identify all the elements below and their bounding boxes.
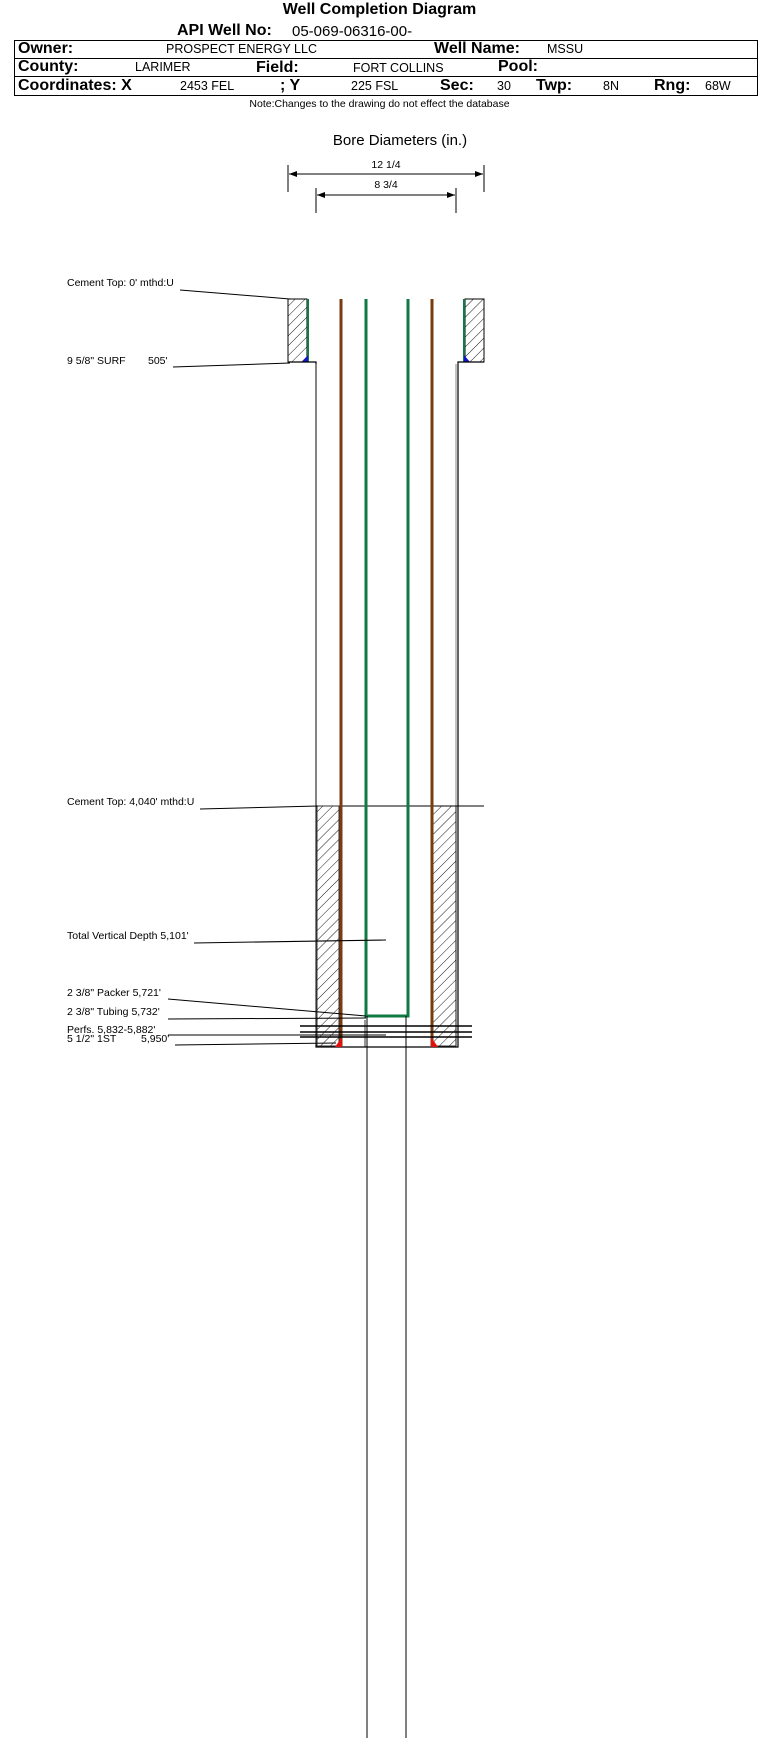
callout-perfs: Perfs. 5,832-5,882'	[67, 1024, 156, 1036]
dimension-12-1-4	[287, 165, 485, 192]
leader-cement-top-surface	[179, 289, 291, 300]
callout-tubing: 2 3/8" Tubing 5,732'	[67, 1006, 160, 1018]
dimension-8-3-4	[315, 188, 457, 213]
callout-cement-top-production: Cement Top: 4,040' mthd:U	[67, 796, 195, 808]
leader-packer	[167, 998, 367, 1017]
surface-shoe-right	[464, 355, 470, 362]
coord-x-value: 2453 FEL	[180, 79, 235, 93]
pool-label: Pool:	[498, 58, 538, 75]
county-value: LARIMER	[135, 60, 191, 74]
twp-value: 8N	[603, 79, 619, 93]
header-border-top	[14, 40, 758, 41]
open-hole-left	[288, 361, 484, 1048]
callout-cement-top-surface: Cement Top: 0' mthd:U	[67, 277, 174, 289]
bore-diameter-label: 12 1/4	[371, 159, 401, 171]
leader-tubing	[167, 1017, 367, 1020]
header-border-right	[757, 40, 758, 96]
callout-packer: 2 3/8" Packer 5,721'	[67, 987, 161, 999]
sec-value: 30	[497, 79, 511, 93]
tubing	[364, 299, 410, 1018]
surface-cement-right	[464, 298, 485, 363]
header-row-divider	[14, 76, 758, 77]
api-well-value: 05-069-06316-00-	[292, 23, 413, 40]
production-shoe-right	[431, 1037, 438, 1047]
database-note: Note:Changes to the drawing do not effec…	[249, 98, 510, 110]
coord-y-value: 225 FSL	[351, 79, 399, 93]
leader-tvd	[193, 939, 387, 944]
coord-x-label: Coordinates: X	[18, 77, 132, 94]
callout-surface-casing: 9 5/8" SURF	[67, 355, 126, 367]
bore-diameter-label: 8 3/4	[374, 179, 398, 191]
callout-surface-casing-depth: 505'	[148, 355, 168, 367]
field-label: Field:	[256, 59, 299, 76]
surface-cement-left	[287, 298, 308, 363]
bore-diameters-title: Bore Diameters (in.)	[332, 132, 468, 149]
header-border-bottom	[14, 95, 758, 96]
twp-label: Twp:	[536, 77, 573, 94]
rng-label: Rng:	[654, 77, 691, 94]
well-name-value: MSSU	[547, 42, 584, 56]
production-shoe-left	[335, 1037, 342, 1047]
surface-shoe-left	[302, 355, 308, 362]
production-cement-right	[432, 805, 457, 1047]
well-name-label: Well Name:	[434, 40, 520, 57]
field-value: FORT COLLINS	[353, 61, 444, 75]
callout-production-casing-depth: 5,950'	[141, 1033, 170, 1045]
production-cement-left	[316, 805, 340, 1047]
header-border-left	[14, 40, 15, 96]
callout-total-vertical-depth: Total Vertical Depth 5,101'	[67, 930, 189, 942]
county-label: County:	[18, 58, 79, 75]
sec-label: Sec:	[440, 77, 474, 94]
owner-value: PROSPECT ENERGY LLC	[166, 42, 317, 56]
leader-surface-casing	[172, 362, 291, 368]
leader-cement-top-production	[199, 805, 319, 810]
diagram-title: Well Completion Diagram	[282, 1, 477, 18]
rng-value: 68W	[705, 79, 731, 93]
perforations	[300, 1025, 472, 1038]
header-row-divider	[14, 58, 758, 59]
coord-y-label: ; Y	[280, 77, 301, 94]
callout-production-casing: 5 1/2" 1ST	[67, 1033, 117, 1045]
owner-label: Owner:	[18, 40, 74, 57]
api-well-label: API Well No:	[177, 22, 272, 39]
leader-production-casing	[174, 1042, 337, 1046]
